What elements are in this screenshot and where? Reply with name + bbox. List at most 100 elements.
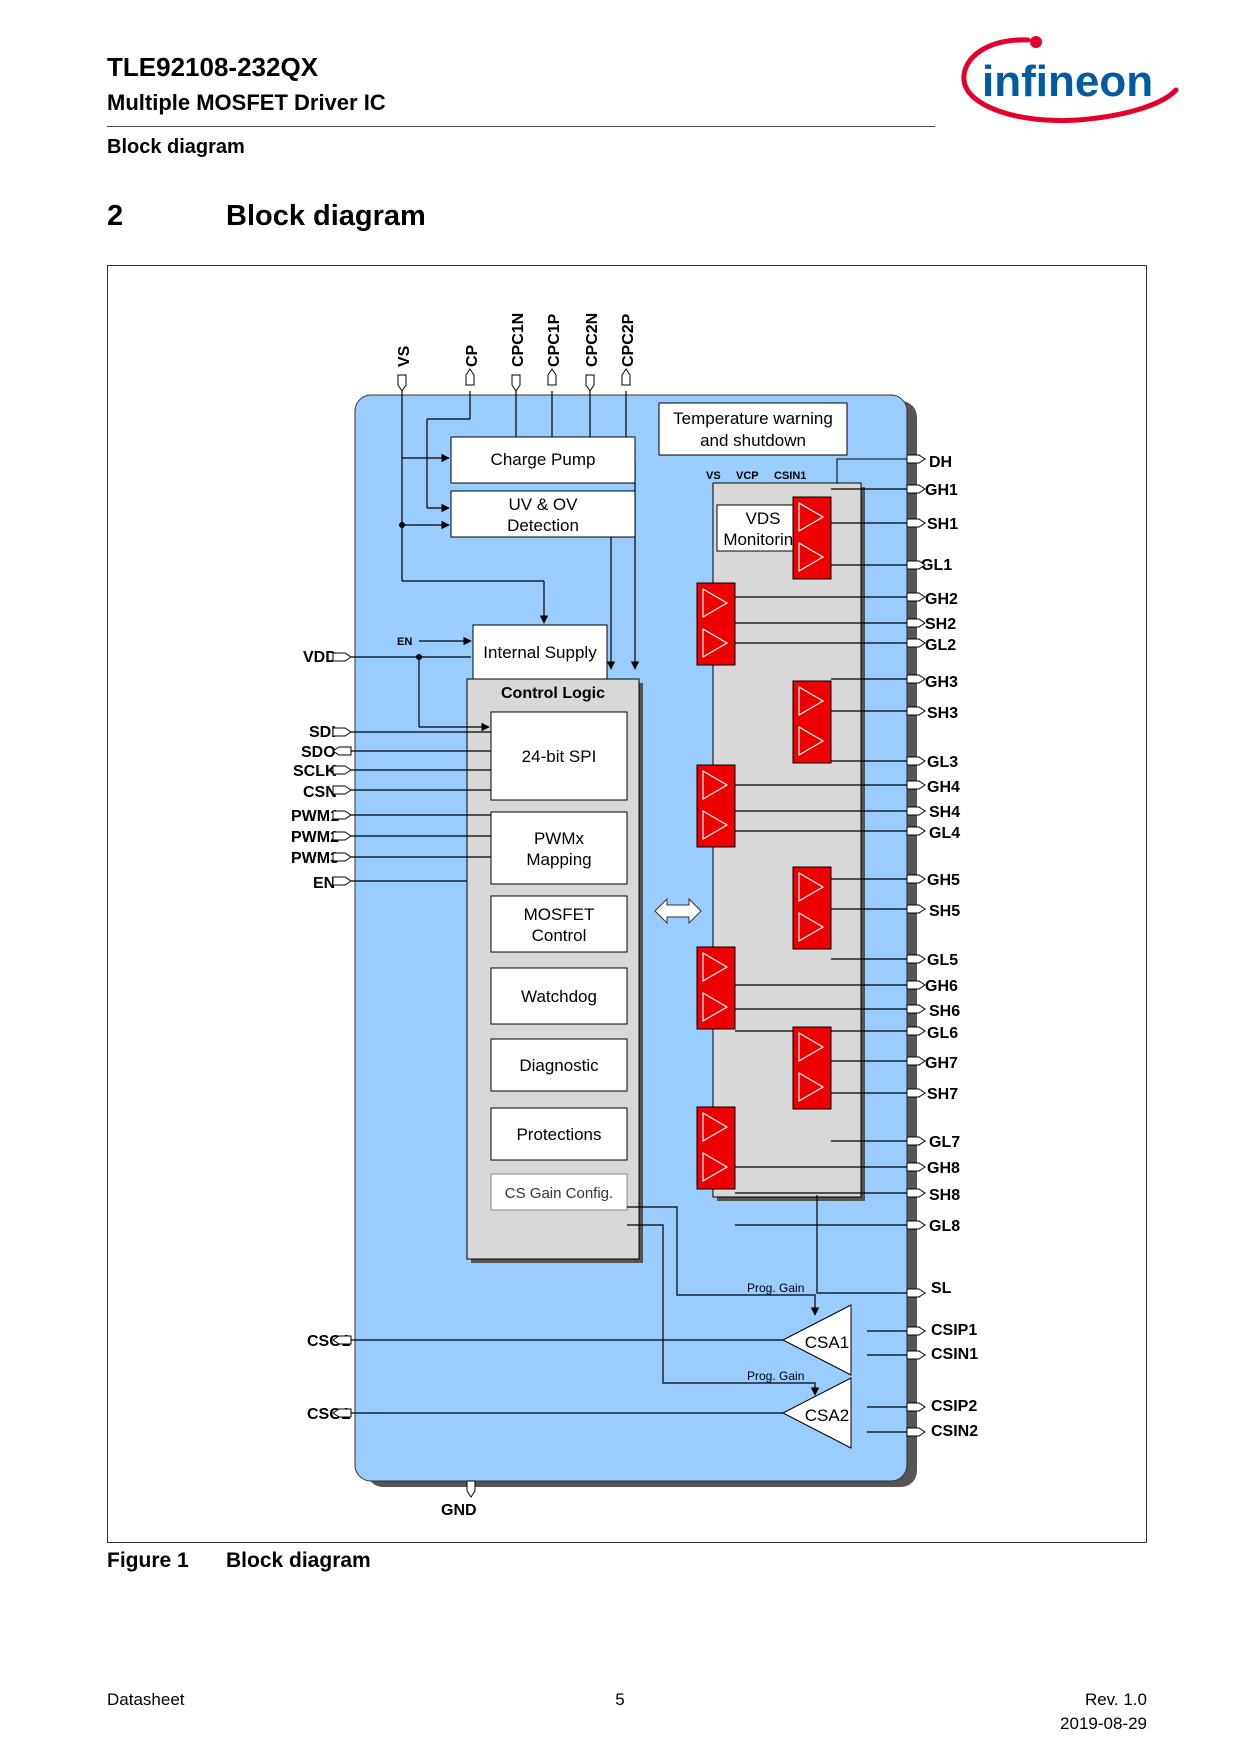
pin-sh8-label: SH8 [929,1187,960,1204]
pin-gh7-label: GH7 [925,1055,958,1072]
pwm-mapping-label-2: Mapping [526,850,591,869]
right-pins: DH GH1 SH1 GL1 GH2 SH2 GL2 GH3 SH3 GL3 G… [921,454,978,1440]
pin-dh-label: DH [929,454,952,471]
temperature-block [658,402,848,456]
pin-connector-icon [906,454,926,464]
pin-sh2-label: SH2 [925,616,956,633]
document-subtitle: Multiple MOSFET Driver IC [107,90,386,115]
pin-gh3-label: GH3 [925,674,958,691]
watchdog-block [490,967,628,1025]
cs-gain-block [490,1173,628,1211]
left-pins: VDD SDI SDO SCLK CSN PWM1 PWM2 PWM3 EN C… [291,649,351,1423]
pin-connector-icon [906,1026,926,1036]
pin-gh2-label: GH2 [925,591,958,608]
pin-gl7-label: GL7 [929,1134,960,1151]
pin-cp-label: CP [464,344,481,367]
pin-connector-icon [906,518,926,528]
protections-label: Protections [516,1125,601,1144]
pin-connector-icon [906,980,926,990]
dh-wire [836,458,907,483]
footer-doctype: Datasheet [107,1690,185,1709]
pin-connector-icon [906,1288,926,1298]
pin-connector-icon [906,756,926,766]
pin-connector-icon [906,1162,926,1172]
pin-csin2-label: CSIN2 [931,1423,978,1440]
pin-gh5-label: GH5 [927,872,960,889]
pin-gh1-label: GH1 [925,482,958,499]
driver-buffer-icon [702,1151,729,1183]
pin-connector-icon [906,560,926,570]
driver-buffer-icon [702,1111,729,1143]
pin-connector-icon [906,592,926,602]
pin-vdd-label: VDD [303,649,337,666]
pin-connector-icon [906,1188,926,1198]
pin-csn-label: CSN [303,784,337,801]
gnd-pin-icon [466,1480,476,1498]
pin-connector-icon [906,1220,926,1230]
temp-vcp-label: VCP [736,470,759,482]
mosfet-control-label-1: MOSFET [524,905,595,924]
figure-frame [107,265,1147,1543]
pin-sh1-label: SH1 [927,516,958,533]
driver-buffer-icon [798,685,825,717]
pin-gh6-label: GH6 [925,978,958,995]
diagnostic-label: Diagnostic [519,1056,599,1075]
driver-buffer-icon [702,769,729,801]
pin-connector-icon [906,1402,926,1412]
pin-gl6-label: GL6 [927,1025,958,1042]
pin-csin1-label: CSIN1 [931,1346,978,1363]
pin-gl5-label: GL5 [927,952,958,969]
pin-pwm1-label: PWM1 [291,808,339,825]
pin-connector-icon [906,826,926,836]
document-title: TLE92108-232QX [107,52,319,82]
control-logic-label: Control Logic [501,685,605,702]
pin-connector-icon [906,904,926,914]
temperature-label-1: Temperature warning [673,409,833,428]
pin-sh4-label: SH4 [929,804,960,821]
pwm-mapping-block [490,811,628,885]
pin-connector-icon [906,1056,926,1066]
pwm-mapping-label-1: PWMx [534,829,585,848]
driver-cells [696,488,907,1226]
internal-supply-block [472,624,608,680]
pin-gl2-label: GL2 [925,637,956,654]
driver-buffer-icon [798,501,825,533]
driver-buffer-icon [798,911,825,943]
driver-buffer-icon [798,1071,825,1103]
pin-connector-icon [906,674,926,684]
pin-connector-icon [906,1350,926,1360]
pin-sdi-label: SDI [309,724,336,741]
charge-pump-label: Charge Pump [491,450,596,469]
pin-connector-icon [906,780,926,790]
top-pins: VS CP CPC1N CPC1P CPC2N CPC2P [396,313,637,392]
temp-vs-label: VS [706,470,721,482]
pin-connector-icon [906,954,926,964]
temp-csin1-label: CSIN1 [774,470,806,482]
csa2-label: CSA2 [805,1406,849,1425]
pin-gh4-label: GH4 [927,779,960,796]
driver-buffer-icon [702,809,729,841]
pin-csip2-label: CSIP2 [931,1398,977,1415]
uvov-label-1: UV & OV [509,495,579,514]
infineon-logo: infineon [961,36,1179,124]
running-section-label: Block diagram [107,136,245,158]
internal-supply-label: Internal Supply [483,643,597,662]
driver-buffer-icon [798,871,825,903]
driver-buffer-icon [702,951,729,983]
pin-connector-icon [906,806,926,816]
cs-gain-label: CS Gain Config. [505,1185,613,1202]
prog-gain-label-2: Prog. Gain [747,1369,804,1383]
pin-gl8-label: GL8 [929,1218,960,1235]
driver-buffer-icon [702,627,729,659]
pin-sh7-label: SH7 [927,1086,958,1103]
spi-block [490,711,628,801]
logo-wordmark: infineon [982,57,1153,106]
pin-gh8-label: GH8 [927,1160,960,1177]
driver-buffer-icon [798,725,825,757]
pin-cpc1n-label: CPC1N [510,313,527,367]
pin-gl4-label: GL4 [929,825,960,842]
pin-gnd-label: GND [441,1502,477,1519]
pin-sdo-label: SDO [301,744,336,761]
footer-page-number: 5 [615,1690,625,1709]
csa1-amplifier [781,1304,852,1376]
